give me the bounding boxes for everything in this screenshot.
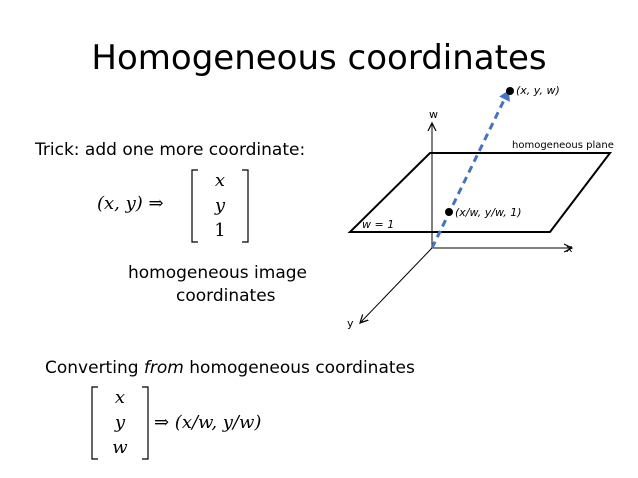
trick-text: Trick: add one more coordinate: <box>35 140 306 160</box>
y-axis <box>360 247 433 323</box>
converting-emph: from <box>143 358 184 378</box>
back-vector-brackets <box>91 386 149 460</box>
back-vector-x: x <box>114 387 126 408</box>
point-top-label: (x, y, w) <box>516 84 560 97</box>
back-rhs: ⇒ (x/w, y/w) <box>154 412 262 433</box>
converting-suffix: homogeneous coordinates <box>183 358 415 378</box>
forward-lhs: (x, y) ⇒ <box>97 193 164 214</box>
axis-y-label: y <box>347 317 354 330</box>
forward-vector-y: y <box>214 195 226 216</box>
plane-label: homogeneous plane <box>512 140 614 151</box>
forward-vector-one: 1 <box>214 220 226 241</box>
point-plane-label: (x/w, y/w, 1) <box>455 206 522 219</box>
axis-x-label: x <box>566 242 573 255</box>
plane-equation: w = 1 <box>362 218 395 231</box>
projection-ray <box>430 90 510 249</box>
back-vector-w: w <box>112 437 128 458</box>
point-plane <box>445 208 453 216</box>
converting-prefix: Converting <box>45 358 144 378</box>
forward-vector-brackets <box>191 169 249 243</box>
page-title: Homogeneous coordinates <box>91 38 547 78</box>
caption-line1: homogeneous image <box>128 263 308 283</box>
axis-w-label: w <box>429 108 438 121</box>
caption-line2: coordinates <box>176 286 276 306</box>
homogeneous-plane <box>347 152 613 233</box>
converting-text: Converting from homogeneous coordinates <box>45 358 415 378</box>
back-vector-y: y <box>114 412 126 433</box>
point-top <box>506 87 514 95</box>
forward-vector-x: x <box>214 170 226 191</box>
